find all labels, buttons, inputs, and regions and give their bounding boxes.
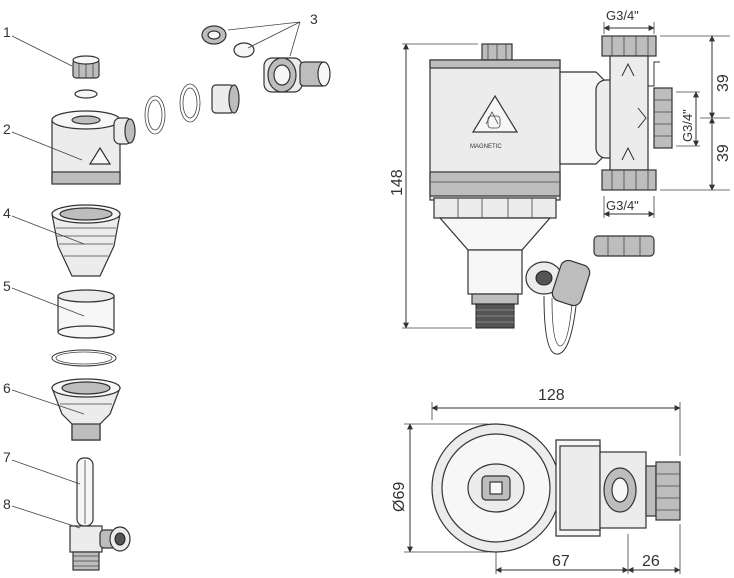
part-4-cup — [51, 204, 121, 277]
part-5-sleeve — [57, 289, 115, 339]
part-6-collar — [51, 378, 121, 441]
top-view: 128 Ø69 67 26 — [391, 387, 681, 574]
thread-bottom-label: G3/4" — [606, 198, 639, 213]
dim-upper-39: 39 — [715, 74, 732, 92]
part-number-7: 7 — [3, 449, 11, 465]
part-number-8: 8 — [3, 496, 11, 512]
dim-height-148: 148 — [389, 169, 406, 196]
part-leaders — [11, 21, 301, 529]
part-2-housing — [51, 110, 136, 185]
part-number-2: 2 — [3, 121, 11, 137]
front-elevation: MAGNETIC — [389, 8, 732, 355]
part-number-5: 5 — [3, 278, 11, 294]
thread-top-label: G3/4" — [606, 8, 639, 23]
dim-body-67: 67 — [552, 553, 570, 570]
part-7-magnet-rod — [76, 457, 94, 527]
dim-connector-26: 26 — [642, 553, 660, 570]
part-8-drain-valve — [69, 525, 131, 571]
dim-diameter-69: Ø69 — [391, 482, 408, 512]
part-3-fittings — [144, 25, 331, 135]
part-number-1: 1 — [3, 24, 11, 40]
part-1-cap — [72, 55, 100, 99]
dim-width-128: 128 — [538, 387, 565, 404]
o-ring — [51, 349, 117, 367]
dim-lower-39: 39 — [715, 144, 732, 162]
part-number-3: 3 — [310, 11, 318, 27]
exploded-view: 1 2 3 4 5 6 7 8 — [3, 11, 331, 571]
part-number-6: 6 — [3, 380, 11, 396]
thread-right-label: G3/4" — [680, 109, 695, 142]
part-number-4: 4 — [3, 205, 11, 221]
brand-text: MAGNETIC — [470, 144, 502, 150]
